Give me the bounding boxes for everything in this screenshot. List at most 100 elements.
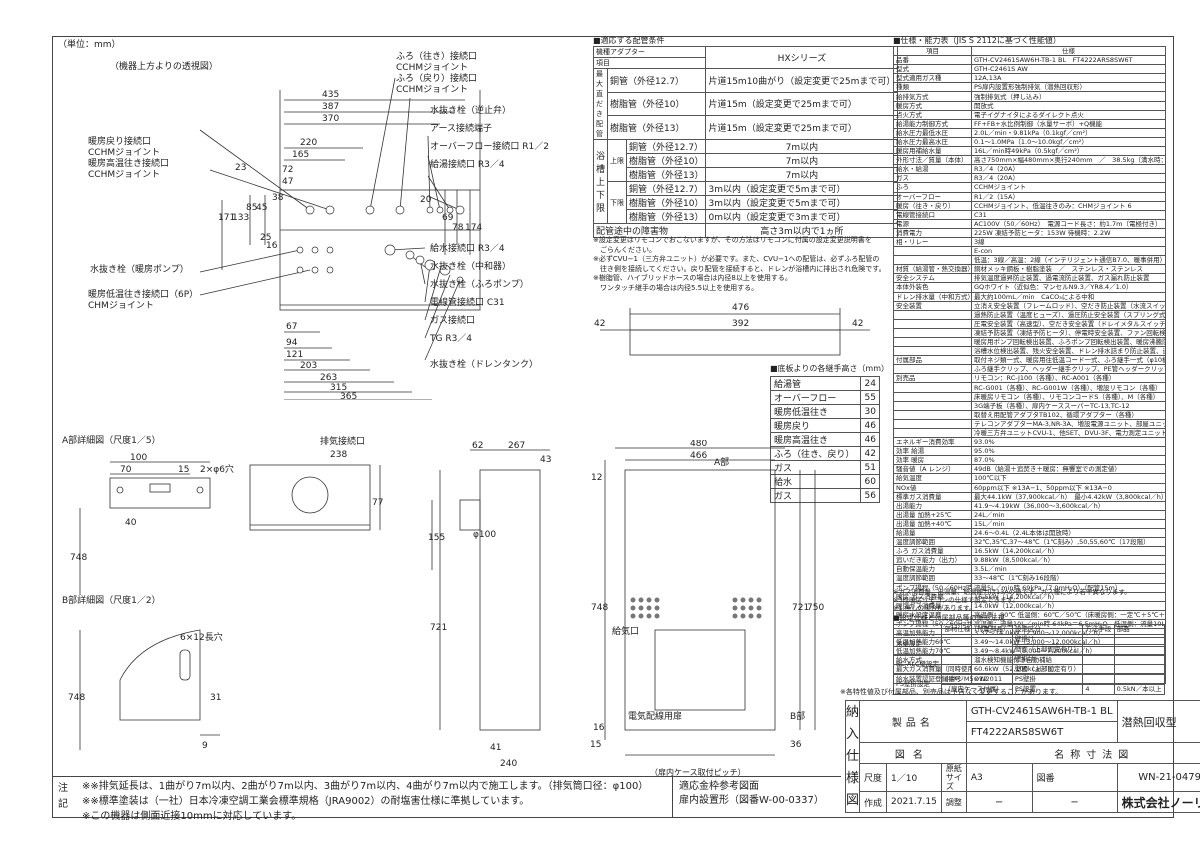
spec-key: 型式 <box>893 64 972 75</box>
spec-key <box>893 318 972 329</box>
revised-value-2: − <box>1031 791 1118 813</box>
cond-cell: 樹脂管（外径13） <box>626 209 707 224</box>
port-height: 46 <box>859 418 881 433</box>
spec-key <box>893 246 972 257</box>
spec-key: 本体外装色 <box>893 282 972 293</box>
bath-supply-port <box>365 205 375 215</box>
front-view-diagram: 480 466 721 750 748 16 12 25 15 36 <box>590 440 824 756</box>
spec-value: 低温：3線／高温：2線（インテリジェント通信B7.0、暖事併用） <box>971 255 1166 266</box>
cond-cell: 片道15m（設定変更で25mまで可） <box>705 91 899 117</box>
dim-b-315: 315 <box>330 383 347 393</box>
receipt-char: 入 <box>846 726 860 742</box>
spec-key: 暖房方式 <box>893 100 972 111</box>
spec-row: 安全システム排気温度過昇防止装置、過電流防止装置、ガス漏れ防止装置 <box>893 273 1166 284</box>
spec-key: 給水圧力最低水圧 <box>893 127 972 138</box>
spec-key: 出湯量 加熱+40℃ <box>893 518 972 529</box>
spec-key: 標準ガス消費量 <box>893 491 972 502</box>
spec-value: R3／4（20A） <box>971 164 1166 175</box>
label-cchm-4: CCHMジョイント <box>88 170 161 180</box>
cond-cell: 樹脂管（外径13） <box>607 115 707 140</box>
dim-155: 155 <box>428 533 445 543</box>
company-name: 株式会社ノーリツ <box>1116 791 1200 813</box>
label-heating-low: 暖房低温往き接続口（6P） <box>88 290 199 300</box>
side-profile-diagram: 62 267 43 155 721 41 240 <box>428 441 551 769</box>
cond-cell: 銅管（外径12.7） <box>626 139 707 154</box>
receipt-char: 納 <box>846 704 860 720</box>
drawing-frame <box>52 36 1174 818</box>
spec-value: E-con <box>971 246 1166 257</box>
spec-value: 3線 <box>971 236 1166 248</box>
spec-key: オーバーフロー <box>893 191 972 202</box>
top-label-group-5: 暖房低温往き接続口（6P） CHMジョイント <box>88 290 198 312</box>
created-date: 2021.7.15 <box>886 791 942 813</box>
spec-key: 電線管接続口 <box>893 209 972 220</box>
cond-cell: 7m以内 <box>705 139 899 154</box>
heating-return-port <box>305 205 315 215</box>
earth-terminal <box>436 206 444 214</box>
spec-key: 相・リレー <box>893 236 972 248</box>
dim-b-263: 263 <box>320 373 337 383</box>
spec-value: 49dB（給湯＋追焚き＋暖房：無響室での測定値） <box>971 464 1166 475</box>
unit-note: （単位：mm） <box>58 40 121 50</box>
spec-key: 種類 <box>893 82 972 93</box>
port-height: 51 <box>859 460 881 475</box>
dim-top-47: 47 <box>282 177 293 187</box>
dim-b-121: 121 <box>286 350 303 360</box>
spec-key: 点火方式 <box>893 109 972 120</box>
spec-key: 別売品 <box>893 373 972 384</box>
gas-port <box>439 264 451 276</box>
dim-15: 15 <box>590 740 601 750</box>
top-view-diagram: 435 387 370 220 165 72 47 23 171 133 85 … <box>199 77 482 400</box>
spec-value: 排気温度過昇防止装置、過電流防止装置、ガス漏れ防止装置 <box>971 273 1166 284</box>
ref-body: 扉内設置形（図番W-00-0337） <box>679 795 824 806</box>
cond-cell: 配管途中の障害物 <box>592 223 707 238</box>
spec-key <box>893 364 972 375</box>
dim-750: 750 <box>807 603 824 613</box>
opt-cell: 壁掛け <box>1011 634 1084 645</box>
spec-key: 型式適用ガス種 <box>893 73 972 84</box>
spec-value: 暖房用ポンプ回転検出装置、ふろポンプ回転検出装置、暖房沸騰防止装置 <box>971 336 1166 348</box>
spec-value: 最大約100mL／min CaCO₃による中和 <box>971 291 1166 302</box>
cond-cell: 片道15m10曲がり（設定変更で25mまで可） <box>705 68 899 93</box>
spec-value: AC100V（50／60Hz） 電源コード長さ：約1.7m（電極付き） <box>971 218 1166 229</box>
spec-value: 225W 凍結予防ヒータ：153W 待機時：2.2W <box>971 227 1166 238</box>
spec-value: CCHMジョイント <box>971 182 1166 193</box>
port-name: 暖房低温往き <box>770 404 861 419</box>
opt-cell: 壁面（上部固定有り） <box>1011 644 1084 655</box>
cond-cell: 樹脂管（外径10） <box>626 153 707 168</box>
label-bath-supply: ふろ（往き）接続口 <box>396 52 478 62</box>
cond-cell: 銅管（外径12.7） <box>626 181 707 196</box>
spec-value: 0.1〜1.0MPa（1.0〜10.0kgf／cm²） <box>971 136 1166 148</box>
spec-value: 高さ750mm×幅480mm×奥行240mm ／ 38.5kg（満水時：44.5… <box>971 155 1166 166</box>
hot-water-port <box>455 205 465 215</box>
spec-row: ふろ継手クリップ、ヘッダー継手クリップ、PE管ヘッダークリップ <box>893 364 1166 375</box>
port-height: 30 <box>859 404 881 419</box>
spec-row: 床暖房リモコン（各種）、リモコンコードS（各種）、M（各種） <box>893 391 1166 402</box>
options-table: 部材仕様（付属部品） 設定区分 方法手段 部品 木壁設定壁掛け 壁面（上部固定有… <box>892 624 1166 695</box>
label-chm: CHMジョイント <box>88 301 154 311</box>
top-label-group-2: 暖房戻り接続口 CCHMジョイント 暖房高温往き接続口 CCHMジョイント <box>88 137 169 181</box>
label-b-part: B部 <box>790 712 806 722</box>
spec-note: ※1.無しの場合があります。 <box>893 604 976 612</box>
spec-value: 開放式 <box>971 100 1166 111</box>
dim-top-72: 72 <box>282 165 293 175</box>
spec-key: NOx値 <box>893 482 972 493</box>
spec-key: 外形寸法／質量（本体） <box>893 155 972 166</box>
spec-value: R3／4（20A） <box>971 173 1166 184</box>
spec-row: 冷暖三方弁ユニットCVU-1、他SET、DVU-3F、電力測定ユニット2 他 <box>893 427 1166 439</box>
label-case-pitch: （扉内ケース取付ピッチ） <box>650 768 746 777</box>
dim-267: 267 <box>508 441 525 451</box>
